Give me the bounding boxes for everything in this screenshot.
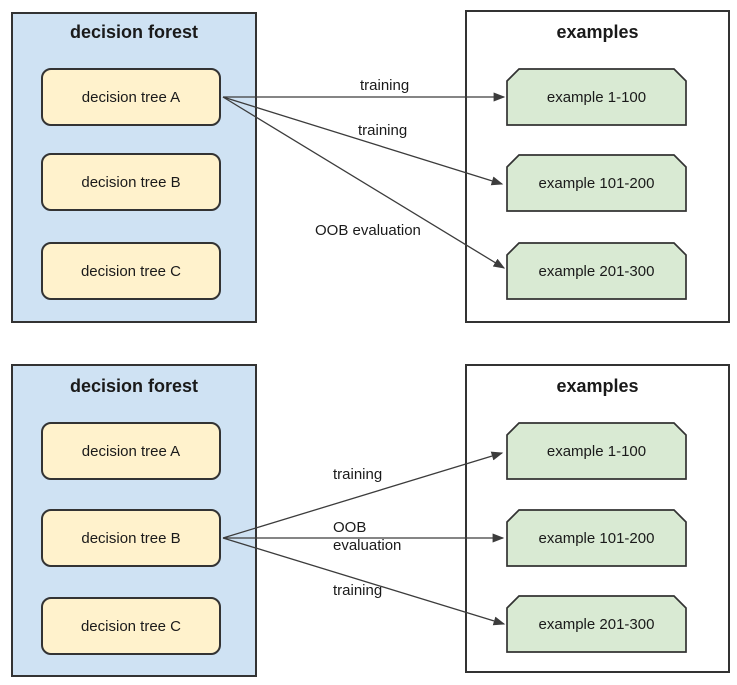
edge-label-training-2-bottom: training	[333, 582, 383, 599]
node-label: example 201-300	[538, 615, 655, 633]
node-decision-tree-b-bottom: decision tree B	[41, 509, 221, 567]
forest-title-top: decision forest	[69, 22, 199, 42]
edge-label-oob-bottom: OOB evaluation	[333, 519, 402, 554]
node-decision-tree-b-top: decision tree B	[41, 153, 221, 211]
node-label: example 1-100	[546, 442, 647, 460]
arrow-treeA-to-101-200	[222, 96, 504, 186]
forest-title-bottom: decision forest	[69, 376, 199, 396]
node-example-1-100-top: example 1-100	[506, 68, 687, 126]
node-decision-tree-a-top: decision tree A	[41, 68, 221, 126]
example-node-shape	[506, 595, 687, 653]
node-example-201-300-bottom: example 201-300	[506, 595, 687, 653]
node-label: decision tree A	[81, 442, 181, 460]
example-node-shape	[506, 68, 687, 126]
example-node-shape	[506, 242, 687, 300]
node-example-101-200-bottom: example 101-200	[506, 509, 687, 567]
node-decision-tree-c-bottom: decision tree C	[41, 597, 221, 655]
edge-label-training-1-top: training	[360, 77, 410, 94]
example-node-shape	[506, 422, 687, 480]
edge-label-oob-top: OOB evaluation	[315, 222, 421, 239]
node-label: example 1-100	[546, 88, 647, 106]
node-label: decision tree C	[80, 262, 182, 280]
examples-title-top: examples	[556, 22, 639, 42]
example-node-shape	[506, 509, 687, 567]
node-label: decision tree C	[80, 617, 182, 635]
edge-label-training-1-bottom: training	[333, 466, 383, 483]
node-label: example 101-200	[538, 174, 655, 192]
node-label: decision tree A	[81, 88, 181, 106]
node-example-1-100-bottom: example 1-100	[506, 422, 687, 480]
node-decision-tree-a-bottom: decision tree A	[41, 422, 221, 480]
node-label: decision tree B	[81, 173, 181, 191]
node-label: decision tree B	[81, 529, 181, 547]
node-example-101-200-top: example 101-200	[506, 154, 687, 212]
node-decision-tree-c-top: decision tree C	[41, 242, 221, 300]
edge-label-training-2-top: training	[358, 122, 408, 139]
node-label: example 101-200	[538, 529, 655, 547]
node-label: example 201-300	[538, 262, 655, 280]
examples-title-bottom: examples	[556, 376, 639, 396]
example-node-shape	[506, 154, 687, 212]
node-example-201-300-top: example 201-300	[506, 242, 687, 300]
